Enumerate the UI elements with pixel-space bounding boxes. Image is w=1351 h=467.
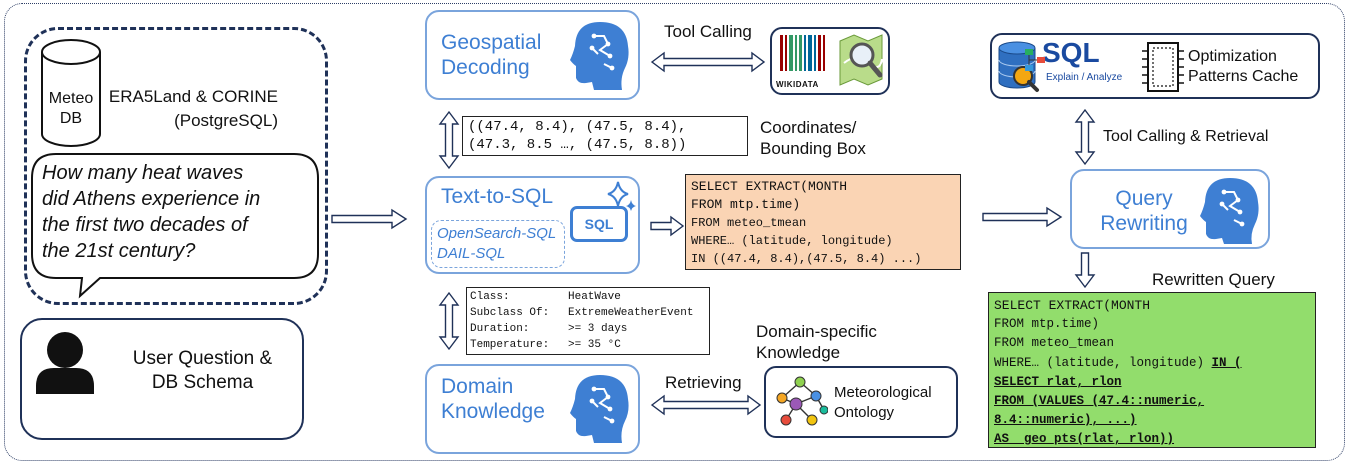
ontology-graph-icon <box>776 376 828 426</box>
brain-head-icon <box>570 22 629 90</box>
ontology-key: Subclass Of: <box>470 307 550 319</box>
arrow-input-to-text2sql <box>331 208 408 230</box>
ontology-value: HeatWave <box>568 291 621 303</box>
coordinates-label: Coordinates/ Bounding Box <box>760 118 866 158</box>
tool-calling-label: Tool Calling <box>664 22 752 41</box>
query-rewriting-title: Query Rewriting <box>1100 187 1188 235</box>
ontology-value: ExtremeWeatherEvent <box>568 307 694 319</box>
rewritten-query-label: Rewritten Query <box>1152 270 1275 289</box>
rewritten-line: SELECT EXTRACT(MONTH <box>994 298 1151 313</box>
tool-calling-retrieval-label: Tool Calling & Retrieval <box>1103 128 1269 145</box>
rewritten-bold-line: SELECT rlat, rlon <box>994 375 1122 389</box>
wikidata-label: WIKIDATA <box>776 80 819 89</box>
arrow-geo-text2sql <box>438 110 460 170</box>
cache-chip-icon <box>1142 42 1184 92</box>
domain-specific-knowledge-label: Domain-specific Knowledge <box>756 322 877 362</box>
geospatial-decoding-title: Geospatial Decoding <box>441 31 542 79</box>
rewritten-where: WHERE… (latitude, longitude) <box>994 356 1212 370</box>
coordinates-box <box>462 116 748 156</box>
ontology-key: Class: <box>470 291 510 303</box>
arrow-domain-ontology <box>650 394 762 416</box>
sql-line: WHERE… (latitude, longitude) <box>691 234 893 248</box>
ontology-value: >= 35 °C <box>568 339 621 351</box>
arrow-sql-to-rewriting <box>982 206 1063 228</box>
rewritten-bold-line: AS geo_pts(rlat, rlon)) <box>994 432 1175 446</box>
user-label: User Question & DB Schema <box>132 348 273 393</box>
arrow-rewriting-down <box>1074 252 1096 289</box>
sql-line: FROM mtp.time) <box>691 197 801 212</box>
ontology-snippet: Class: HeatWave Subclass Of: ExtremeWeathe… <box>470 289 693 353</box>
db-icon-label: Meteo DB <box>48 90 94 127</box>
ontology-snippet-box <box>466 287 710 355</box>
input-panel <box>24 27 328 305</box>
wikidata-logo <box>780 35 825 71</box>
text-to-sql-methods-box <box>431 220 565 268</box>
sql-line: SELECT EXTRACT(MONTH <box>691 179 848 194</box>
sql-logo-subtitle: Explain / Analyze <box>1046 72 1123 83</box>
sql-line: IN ((47.4, 8.4),(47.5, 8.4) ...) <box>691 252 922 266</box>
ontology-key: Temperature: <box>470 339 550 351</box>
speech-bubble <box>31 153 319 299</box>
ontology-key: Duration: <box>470 323 530 335</box>
text-to-sql-box <box>425 176 640 274</box>
ontology-label: Meteorological Ontology <box>834 384 932 421</box>
user-box <box>20 318 304 440</box>
arrow-geo-tools <box>650 51 766 73</box>
sql-logo-text: SQL <box>1042 37 1100 68</box>
sql-output-lines: SELECT EXTRACT(MONTH FROM mtp.time) FROM… <box>691 178 921 268</box>
sql-icon: SQL <box>570 206 628 242</box>
rewritten-query-lines: SELECT EXTRACT(MONTH FROM mtp.time) FROM… <box>994 296 1242 449</box>
user-icon <box>36 332 94 394</box>
coordinates-code: ((47.4, 8.4), (47.5, 8.4), (47.3, 8.5 …,… <box>468 119 687 153</box>
brain-head-icon <box>1200 178 1259 244</box>
sparkle-icon <box>607 181 636 211</box>
map-search-icon <box>839 34 883 86</box>
db-subtitle: (PostgreSQL) <box>174 111 278 130</box>
sql-output-box <box>685 174 961 270</box>
optimization-cache-label: Optimization Patterns Cache <box>1188 48 1299 85</box>
text-to-sql-title: Text-to-SQL <box>441 185 554 208</box>
flowchart-icon <box>1025 49 1045 71</box>
retrieving-label: Retrieving <box>665 373 742 392</box>
method-opensearch-sql: OpenSearch-SQL <box>437 225 557 242</box>
rewritten-bold-line: FROM (VALUES (47.4::numeric, <box>994 394 1205 408</box>
sql-line: FROM meteo_tmean <box>691 216 807 230</box>
ontology-value: >= 3 days <box>568 323 628 335</box>
brain-head-icon <box>570 375 629 443</box>
arrow-text2sql-to-sql <box>650 215 685 237</box>
database-icon <box>41 39 101 147</box>
db-title: ERA5Land & CORINE <box>108 87 278 106</box>
rewritten-line: FROM mtp.time) <box>994 317 1100 331</box>
rewritten-line: FROM meteo_tmean <box>994 336 1115 350</box>
arrow-opt-rewriting <box>1074 108 1096 166</box>
rewritten-in-keyword: IN ( <box>1211 356 1242 370</box>
method-dail-sql: DAIL-SQL <box>437 245 506 262</box>
rewritten-query-box <box>988 292 1316 448</box>
user-question: How many heat waves did Athens experienc… <box>42 162 261 262</box>
rewritten-bold-line: 8.4::numeric), ...) <box>994 413 1137 427</box>
domain-knowledge-title: Domain Knowledge <box>441 375 545 423</box>
arrow-text2sql-domain <box>438 291 460 351</box>
diagram-frame <box>4 3 1345 461</box>
